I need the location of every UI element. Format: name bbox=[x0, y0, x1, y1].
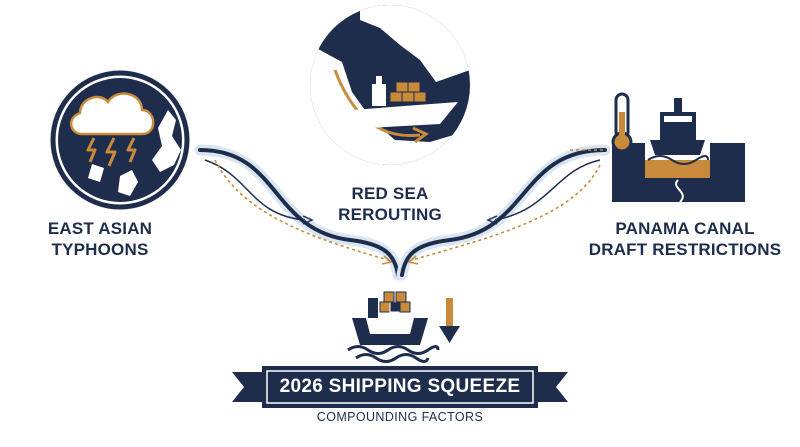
red-sea-ship-icon bbox=[310, 5, 470, 165]
banner-title: 2026 SHIPPING SQUEEZE bbox=[279, 376, 521, 397]
node-label-red-sea-rerouting: RED SEA REROUTING bbox=[290, 183, 490, 225]
label-line-2: TYPHOONS bbox=[51, 240, 149, 259]
banner-subtitle: COMPOUNDING FACTORS bbox=[316, 410, 484, 424]
label-line-2: REROUTING bbox=[338, 205, 442, 224]
canal-thermometer-icon bbox=[611, 92, 745, 203]
typhoon-storm-icon bbox=[50, 70, 190, 210]
node-label-east-asian-typhoons: EAST ASIAN TYPHOONS bbox=[20, 218, 180, 260]
label-line-1: PANAMA CANAL bbox=[615, 219, 755, 238]
node-label-panama-canal: PANAMA CANAL DRAFT RESTRICTIONS bbox=[580, 218, 790, 260]
label-line-1: RED SEA bbox=[351, 184, 429, 203]
flow-paths bbox=[194, 144, 611, 281]
sinking-container-ship-icon bbox=[347, 291, 460, 363]
title-banner bbox=[232, 366, 568, 408]
label-line-1: EAST ASIAN bbox=[47, 219, 153, 238]
label-line-2: DRAFT RESTRICTIONS bbox=[588, 240, 782, 259]
